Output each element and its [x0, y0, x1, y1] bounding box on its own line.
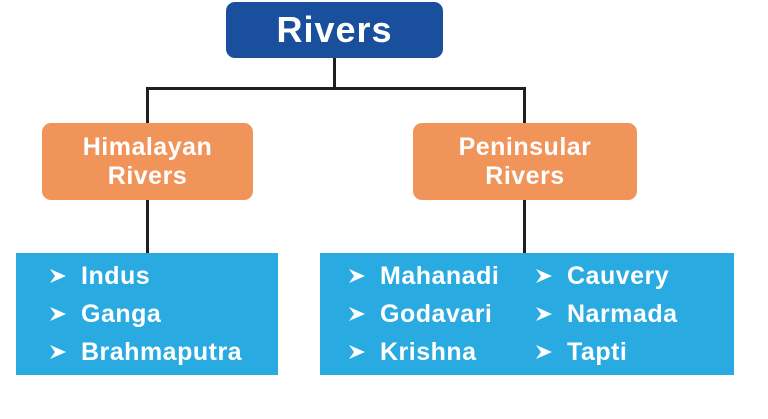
connector-down-right: [523, 199, 526, 254]
river-name: Brahmaputra: [81, 337, 243, 366]
root-node-label: Rivers: [276, 9, 393, 50]
arrowhead-right-icon: [49, 343, 67, 361]
branch-node-himalayan-rivers: Himalayan Rivers: [42, 123, 253, 200]
root-node-rivers: Rivers: [226, 2, 443, 58]
arrowhead-right-icon: [49, 267, 67, 285]
arrowhead-right-icon: [535, 267, 553, 285]
arrowhead-right-icon: [535, 305, 553, 323]
list-item: Indus: [49, 257, 242, 295]
list-item: Narmada: [535, 295, 678, 333]
list-item: Tapti: [535, 333, 678, 371]
arrowhead-right-icon: [348, 343, 366, 361]
arrowhead-right-icon: [49, 305, 67, 323]
connector-drop-right: [523, 89, 526, 124]
leaf-list-peninsular-rivers: Mahanadi Godavari Krishna Cauvery Narmad…: [320, 253, 734, 375]
connector-down-left: [146, 199, 149, 254]
arrowhead-right-icon: [348, 305, 366, 323]
arrowhead-right-icon: [535, 343, 553, 361]
branch-node-peninsular-rivers: Peninsular Rivers: [413, 123, 637, 200]
river-list-column-1: Mahanadi Godavari Krishna: [320, 257, 535, 371]
river-name: Godavari: [380, 299, 493, 328]
list-item: Krishna: [348, 333, 535, 371]
list-item: Mahanadi: [348, 257, 535, 295]
river-name: Krishna: [380, 337, 477, 366]
river-list: Indus Ganga Brahmaputra: [16, 257, 242, 371]
river-name: Mahanadi: [380, 261, 500, 290]
river-list-column-2: Cauvery Narmada Tapti: [535, 257, 678, 371]
branch-node-label: Peninsular Rivers: [458, 132, 592, 190]
connector-root-stub: [333, 57, 336, 88]
list-item: Cauvery: [535, 257, 678, 295]
branch-node-label: Himalayan Rivers: [82, 132, 213, 190]
leaf-list-himalayan-rivers: Indus Ganga Brahmaputra: [16, 253, 278, 375]
connector-horizontal: [146, 87, 526, 90]
arrowhead-right-icon: [348, 267, 366, 285]
river-name: Indus: [81, 261, 151, 290]
list-item: Godavari: [348, 295, 535, 333]
river-name: Tapti: [567, 337, 628, 366]
list-item: Ganga: [49, 295, 242, 333]
connector-drop-left: [146, 89, 149, 124]
river-name: Cauvery: [567, 261, 670, 290]
list-item: Brahmaputra: [49, 333, 242, 371]
river-name: Narmada: [567, 299, 678, 328]
river-name: Ganga: [81, 299, 162, 328]
